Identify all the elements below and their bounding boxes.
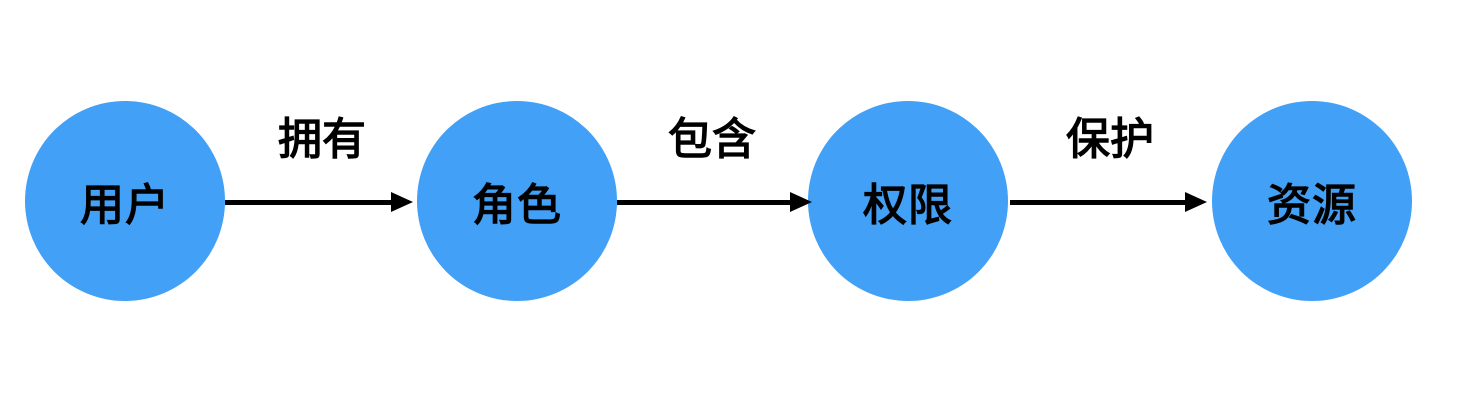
edge-user-to-role (225, 200, 392, 205)
edge-user-to-role-label: 拥有 (278, 115, 366, 164)
arrowhead-icon (391, 192, 413, 212)
node-role-label: 角色 (472, 181, 562, 230)
edge-permission-to-resource (1010, 200, 1186, 205)
node-user-label: 用户 (80, 181, 170, 230)
node-user: 用户 (25, 101, 225, 301)
node-role: 角色 (417, 101, 617, 301)
edge-role-to-permission-label: 包含 (668, 115, 756, 164)
arrowhead-icon (1185, 192, 1207, 212)
edge-role-to-permission (617, 200, 791, 205)
node-resource: 资源 (1212, 101, 1412, 301)
node-permission-label: 权限 (863, 181, 953, 230)
edge-permission-to-resource-label: 保护 (1066, 115, 1154, 164)
node-permission: 权限 (808, 101, 1008, 301)
node-resource-label: 资源 (1267, 181, 1357, 230)
arrowhead-icon (790, 192, 812, 212)
